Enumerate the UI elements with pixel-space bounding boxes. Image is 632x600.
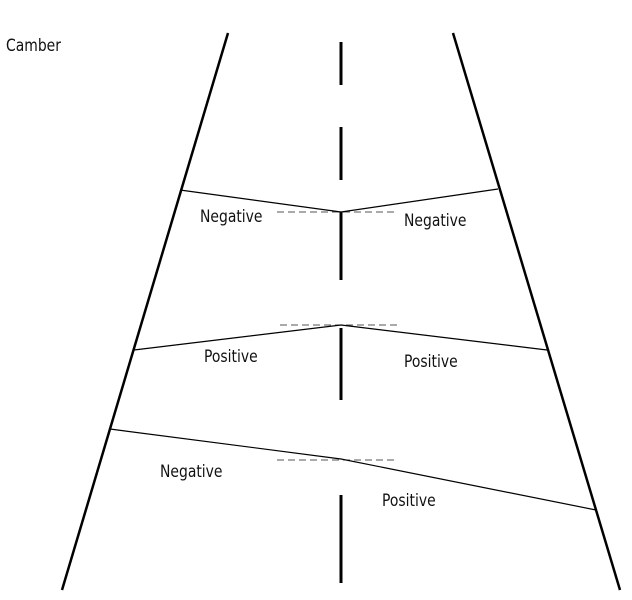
middle-right-label: Positive bbox=[404, 352, 458, 372]
top-left-label: Negative bbox=[200, 207, 263, 227]
left-road-edge bbox=[60, 32, 230, 591]
middle-camber-profile bbox=[133, 324, 548, 351]
bottom-left-label: Negative bbox=[160, 462, 223, 482]
bottom-camber-profile bbox=[109, 428, 597, 511]
reference-lines bbox=[277, 211, 400, 461]
top-right-label: Negative bbox=[404, 211, 467, 231]
top-camber-profile bbox=[179, 188, 499, 213]
middle-left-label: Positive bbox=[204, 347, 258, 367]
bottom-right-label: Positive bbox=[382, 491, 436, 511]
diagram-title: Camber bbox=[6, 36, 62, 56]
right-road-edge bbox=[451, 32, 622, 591]
